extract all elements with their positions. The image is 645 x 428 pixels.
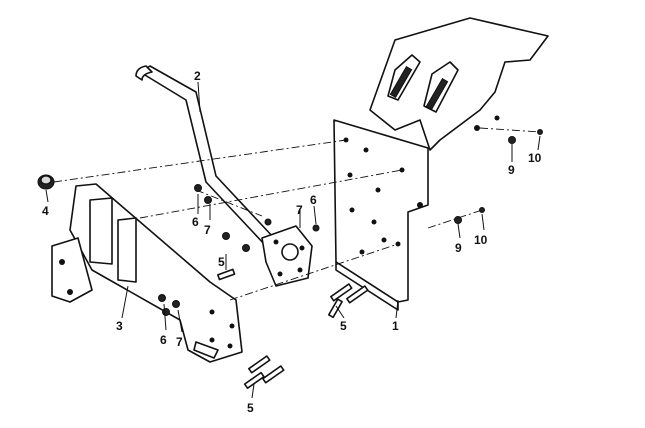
callout-labels: 2 1 3 4 5 5 5 6 6 6 7 7 7 9 9 10 10 <box>42 69 542 415</box>
label-part-6-lower: 6 <box>160 333 167 347</box>
label-part-9-upper: 9 <box>508 163 515 177</box>
label-part-10-upper: 10 <box>528 151 542 165</box>
label-part-7-lower: 7 <box>176 335 183 349</box>
label-part-7-upper-left: 7 <box>204 223 211 237</box>
mounting-plate <box>333 119 429 311</box>
fasteners <box>158 129 543 389</box>
label-part-6-upper-left: 6 <box>192 215 199 229</box>
label-part-5-left: 5 <box>218 255 225 269</box>
label-part-3: 3 <box>116 319 123 333</box>
handle-bar <box>135 65 275 247</box>
label-part-9-lower: 9 <box>455 241 462 255</box>
label-part-4: 4 <box>42 204 49 218</box>
label-part-1: 1 <box>392 319 399 333</box>
label-part-6-upper-right: 6 <box>310 193 317 207</box>
label-part-10-lower: 10 <box>474 233 488 247</box>
label-part-5-middle: 5 <box>340 319 347 333</box>
hitch-coupling <box>261 225 313 287</box>
leader-lines <box>45 81 541 399</box>
label-part-5-bottom: 5 <box>247 401 254 415</box>
skid-plate <box>369 17 549 151</box>
label-part-2: 2 <box>194 69 201 83</box>
cap-nut <box>37 174 55 190</box>
rear-bracket <box>51 183 243 363</box>
label-part-7-upper-right: 7 <box>296 203 303 217</box>
